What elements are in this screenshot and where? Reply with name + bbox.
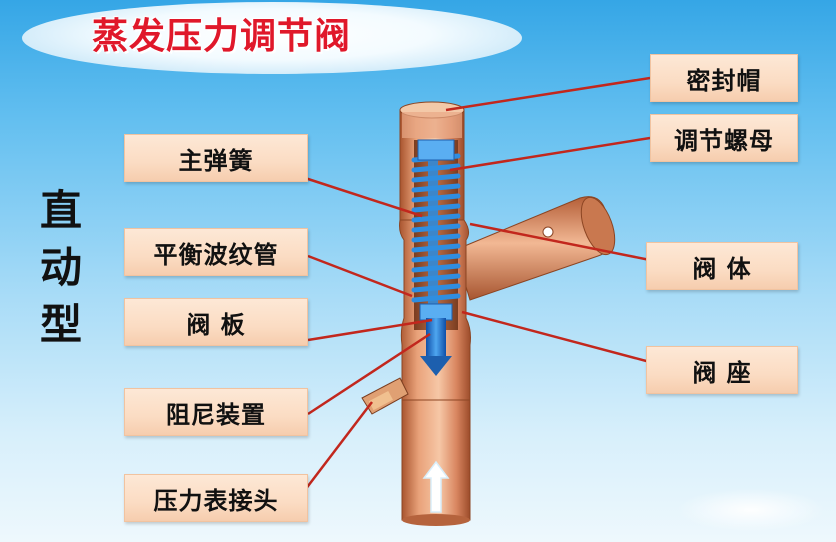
label-adjust-nut: 调节螺母 (650, 114, 798, 162)
bottom-glow (676, 488, 826, 532)
label-main-spring: 主弹簧 (124, 134, 308, 182)
outlet-pipe (454, 196, 616, 301)
label-valve-seat: 阀 座 (646, 346, 798, 394)
label-bellows: 平衡波纹管 (124, 228, 308, 276)
leader-adjust-nut (449, 136, 651, 172)
page-title: 蒸发压力调节阀 (92, 16, 352, 57)
side-label: 直 动 型 (36, 182, 86, 353)
flow-arrow-icon (422, 460, 450, 513)
leader-main-spring (304, 176, 423, 218)
label-gauge-connector: 压力表接头 (124, 474, 308, 522)
leader-valve-seat (461, 310, 651, 364)
leader-bellows (307, 254, 413, 298)
label-seal-cap: 密封帽 (650, 54, 798, 102)
title-banner (22, 2, 522, 74)
side-label-char-3: 型 (39, 300, 82, 349)
label-damping-device: 阻尼装置 (124, 388, 308, 436)
side-label-char-2: 动 (39, 243, 82, 292)
leader-valve-plate (307, 318, 433, 342)
leader-gauge (304, 401, 373, 491)
leader-valve-body (469, 222, 651, 262)
main-spring-coil (411, 139, 461, 376)
leader-seal-cap (445, 76, 651, 112)
side-label-char-1: 直 (39, 186, 82, 235)
label-valve-plate: 阀 板 (124, 298, 308, 346)
leader-lines (304, 76, 651, 491)
label-valve-body: 阀 体 (646, 242, 798, 290)
leader-damping (307, 332, 431, 416)
